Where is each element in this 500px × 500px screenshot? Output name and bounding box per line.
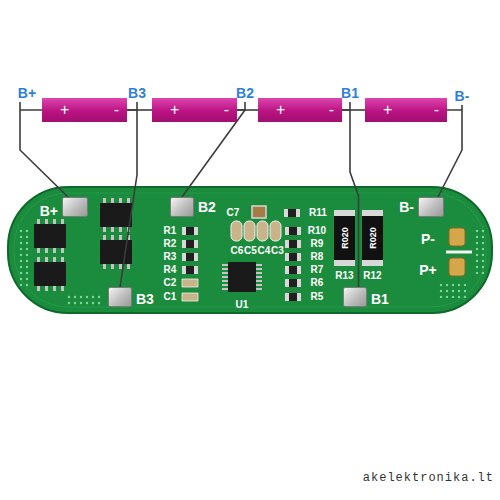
via-field bbox=[438, 284, 468, 298]
component-designator: R8 bbox=[311, 252, 324, 262]
battery-cell: +- bbox=[42, 98, 127, 122]
pad-label: B- bbox=[399, 200, 414, 214]
via-field bbox=[66, 294, 102, 306]
solder-pad: B+ bbox=[62, 197, 88, 217]
component-designator: R9 bbox=[311, 239, 324, 249]
terminal-sign: + bbox=[276, 102, 285, 118]
pad-label: B3 bbox=[136, 292, 154, 306]
wire bbox=[120, 110, 137, 287]
via-field bbox=[18, 228, 32, 288]
component-designator: R3 bbox=[164, 252, 177, 262]
terminal-slot bbox=[446, 251, 472, 254]
resistor-marking: R020 bbox=[368, 227, 377, 249]
component-designator: R5 bbox=[311, 292, 324, 302]
output-terminal bbox=[449, 258, 465, 276]
component-designator: C6 bbox=[231, 246, 244, 256]
terminal-sign: - bbox=[114, 102, 119, 118]
terminal-sign: - bbox=[434, 102, 439, 118]
capacitor bbox=[244, 221, 255, 241]
wire-label: B1 bbox=[341, 86, 359, 100]
terminal-label: P- bbox=[421, 232, 435, 246]
wire bbox=[20, 110, 68, 197]
battery-cell: +- bbox=[152, 98, 237, 122]
sense-resistor-ends bbox=[334, 210, 355, 266]
battery-cell: +- bbox=[365, 98, 447, 122]
via-field bbox=[472, 226, 484, 274]
pad-label: B1 bbox=[371, 292, 389, 306]
component-designator: U1 bbox=[236, 300, 249, 310]
component-designator: R12 bbox=[363, 271, 381, 281]
wire bbox=[438, 110, 462, 197]
controller-pins bbox=[222, 264, 262, 290]
watermark: akelektronika.lt bbox=[363, 472, 494, 484]
capacitor bbox=[257, 221, 268, 241]
solder-pad: B2 bbox=[170, 197, 194, 217]
component-designator: R2 bbox=[164, 239, 177, 249]
solder-pad: B- bbox=[418, 197, 444, 217]
controller-ic bbox=[228, 262, 256, 292]
ic-chip bbox=[34, 262, 66, 286]
smd-capacitor bbox=[182, 279, 198, 301]
pcb-board bbox=[8, 187, 492, 313]
wire bbox=[342, 110, 359, 287]
terminal-sign: - bbox=[224, 102, 229, 118]
output-terminal bbox=[449, 228, 465, 246]
ic-chip bbox=[100, 203, 132, 227]
component-designator: R6 bbox=[311, 278, 324, 288]
capacitor bbox=[231, 221, 242, 241]
smd-resistor-body bbox=[186, 209, 297, 301]
component-designator: C4 bbox=[258, 246, 271, 256]
terminal-sign: + bbox=[60, 102, 69, 118]
sense-resistor bbox=[334, 216, 355, 260]
board-edge-trace bbox=[14, 193, 486, 307]
component-designator: C1 bbox=[164, 292, 177, 302]
terminal-sign: + bbox=[383, 102, 392, 118]
capacitor bbox=[270, 221, 281, 241]
resistor-marking: R020 bbox=[340, 227, 349, 249]
wire-label: B+ bbox=[18, 86, 36, 100]
component-designator: R1 bbox=[164, 226, 177, 236]
wire-label: B- bbox=[455, 89, 470, 103]
component-designator: C7 bbox=[227, 208, 240, 218]
wire-label: B3 bbox=[128, 86, 146, 100]
pad-label: B2 bbox=[198, 200, 216, 214]
terminal-sign: - bbox=[329, 102, 334, 118]
solder-pad: B3 bbox=[108, 287, 132, 307]
component-designator: C5 bbox=[244, 246, 257, 256]
terminal-sign: + bbox=[170, 102, 179, 118]
terminal-label: P+ bbox=[419, 263, 437, 277]
component-designator: R4 bbox=[164, 265, 177, 275]
ic-chip bbox=[34, 224, 66, 248]
component-designator: C3 bbox=[271, 246, 284, 256]
wire-label: B2 bbox=[236, 86, 254, 100]
wire bbox=[182, 110, 245, 197]
smd-resistor-ends bbox=[182, 209, 301, 301]
component-designator: R10 bbox=[308, 226, 326, 236]
component-designator: R7 bbox=[311, 265, 324, 275]
component-designator: R11 bbox=[309, 208, 327, 218]
sense-resistor-ends bbox=[362, 210, 383, 266]
battery-cell: +- bbox=[258, 98, 342, 122]
component-designator: C2 bbox=[164, 278, 177, 288]
chip-pins bbox=[37, 198, 130, 291]
solder-pad: B1 bbox=[343, 287, 367, 307]
component-designator: R13 bbox=[335, 271, 353, 281]
capacitor-c7 bbox=[252, 206, 266, 218]
pad-label: B+ bbox=[40, 204, 58, 218]
sense-resistor bbox=[362, 216, 383, 260]
